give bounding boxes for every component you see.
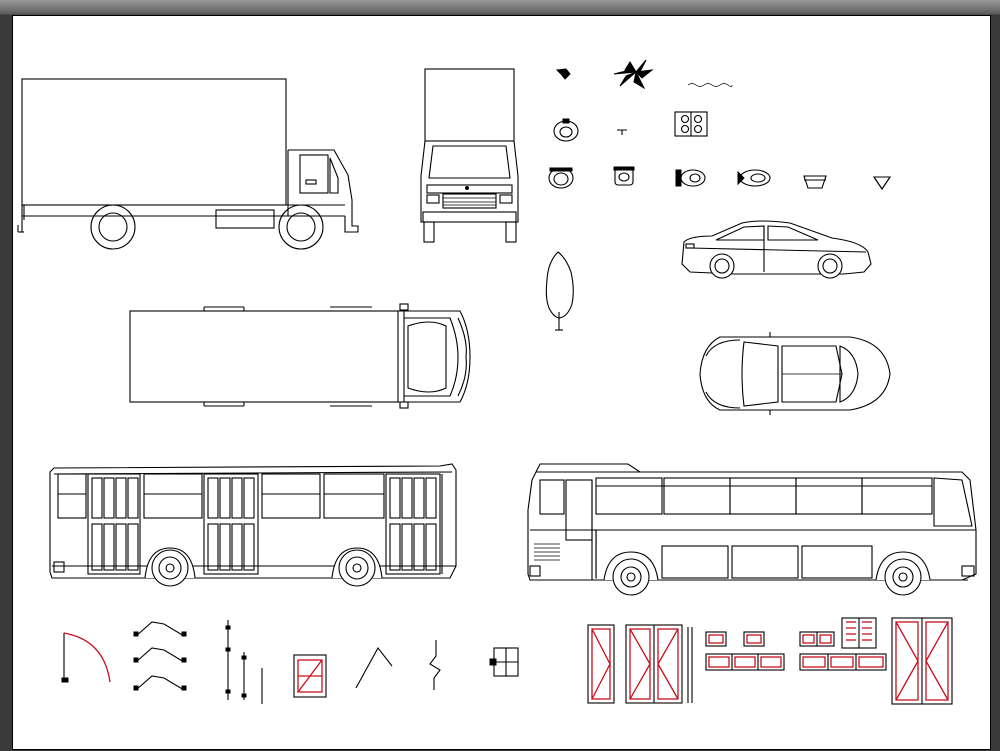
lamp-symbol	[872, 176, 892, 190]
drawing-sheet	[12, 15, 991, 750]
tree-elevation[interactable]	[545, 251, 574, 331]
oval-sink-symbol	[737, 169, 771, 187]
round-sink-symbol	[553, 118, 579, 142]
tap-symbol	[617, 129, 627, 135]
coach-grille	[534, 543, 560, 561]
cooktop-symbol	[674, 111, 708, 137]
window-set-1	[705, 631, 785, 671]
basin-symbol	[803, 175, 827, 189]
door-elevation-single	[587, 624, 615, 704]
toilet-symbol	[548, 167, 574, 189]
slope-arrow-symbol	[355, 647, 393, 689]
door-elevation-double	[625, 624, 683, 704]
break-line-symbol	[429, 640, 441, 690]
sliding-door-symbols	[225, 620, 263, 704]
door-and-window-symbols[interactable]	[61, 617, 953, 705]
box-truck-side[interactable]	[17, 78, 359, 250]
palm-symbol	[613, 59, 654, 90]
window-elevation-symbol	[293, 654, 327, 698]
door-elevation-large	[891, 617, 953, 705]
bidet-symbol	[613, 166, 635, 186]
door-elevation-frame	[687, 627, 693, 703]
folding-door-symbols	[133, 621, 187, 691]
sedan-top[interactable]	[699, 332, 891, 415]
box-truck-top[interactable]	[129, 303, 471, 409]
window-plan-symbol	[489, 647, 519, 677]
bus-door-3	[385, 473, 441, 575]
small-symbols[interactable]	[548, 59, 892, 190]
bus-door-2	[203, 473, 259, 575]
bird-symbol	[555, 68, 571, 80]
water-symbol	[687, 83, 733, 87]
toilet-side-symbol	[675, 169, 706, 187]
door-swing-symbol	[61, 632, 111, 683]
city-bus-side[interactable]	[49, 463, 457, 587]
box-truck-front[interactable]	[420, 68, 519, 243]
window-set-2	[799, 617, 887, 671]
sedan-side[interactable]	[681, 220, 872, 279]
coach-bus-side[interactable]	[527, 463, 977, 596]
bus-door-1	[87, 473, 141, 575]
